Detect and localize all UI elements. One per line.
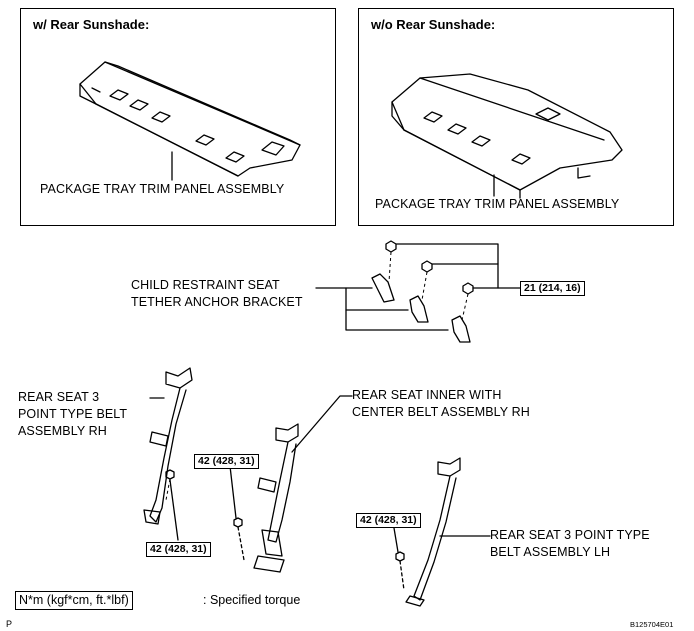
- torque-belt-rh: 42 (428, 31): [146, 542, 211, 557]
- package-tray-without-sunshade: [391, 73, 623, 199]
- panel-with-sunshade: w/ Rear Sunshade:: [20, 8, 336, 226]
- belt-assembly-rh: [143, 367, 193, 525]
- caption-tray-without-sunshade: PACKAGE TRAY TRIM PANEL ASSEMBLY: [375, 197, 620, 211]
- tether-anchor-brackets: [371, 240, 474, 343]
- label-inner-line1: REAR SEAT INNER WITH: [352, 388, 502, 402]
- label-inner-line2: CENTER BELT ASSEMBLY RH: [352, 405, 530, 419]
- label-bracket-line2: TETHER ANCHOR BRACKET: [131, 295, 303, 309]
- label-belt-rh-line1: REAR SEAT 3: [18, 390, 100, 404]
- label-belt-lh-line2: BELT ASSEMBLY LH: [490, 545, 611, 559]
- caption-tray-with-sunshade: PACKAGE TRAY TRIM PANEL ASSEMBLY: [40, 182, 285, 196]
- belt-assembly-lh: [395, 457, 461, 607]
- package-tray-with-sunshade: [79, 61, 301, 177]
- torque-belt-lh: 42 (428, 31): [356, 513, 421, 528]
- label-bracket-line1: CHILD RESTRAINT SEAT: [131, 278, 280, 292]
- label-belt-lh-line1: REAR SEAT 3 POINT TYPE: [490, 528, 650, 542]
- panel-title-without-sunshade: w/o Rear Sunshade:: [371, 17, 496, 32]
- panel-title-with-sunshade: w/ Rear Sunshade:: [33, 17, 150, 32]
- legend-torque-unit: N*m (kgf*cm, ft.*lbf): [15, 591, 133, 610]
- panel-without-sunshade: w/o Rear Sunshade:: [358, 8, 674, 226]
- label-belt-rh-line3: ASSEMBLY RH: [18, 424, 107, 438]
- legend-description: : Specified torque: [203, 593, 301, 607]
- inner-belt-assembly-rh: [233, 423, 299, 573]
- corner-mark-left: P: [6, 619, 13, 629]
- torque-inner: 42 (428, 31): [194, 454, 259, 469]
- torque-bracket: 21 (214, 16): [520, 281, 585, 296]
- label-belt-rh-line2: POINT TYPE BELT: [18, 407, 128, 421]
- figure-code: B125704E01: [630, 620, 674, 629]
